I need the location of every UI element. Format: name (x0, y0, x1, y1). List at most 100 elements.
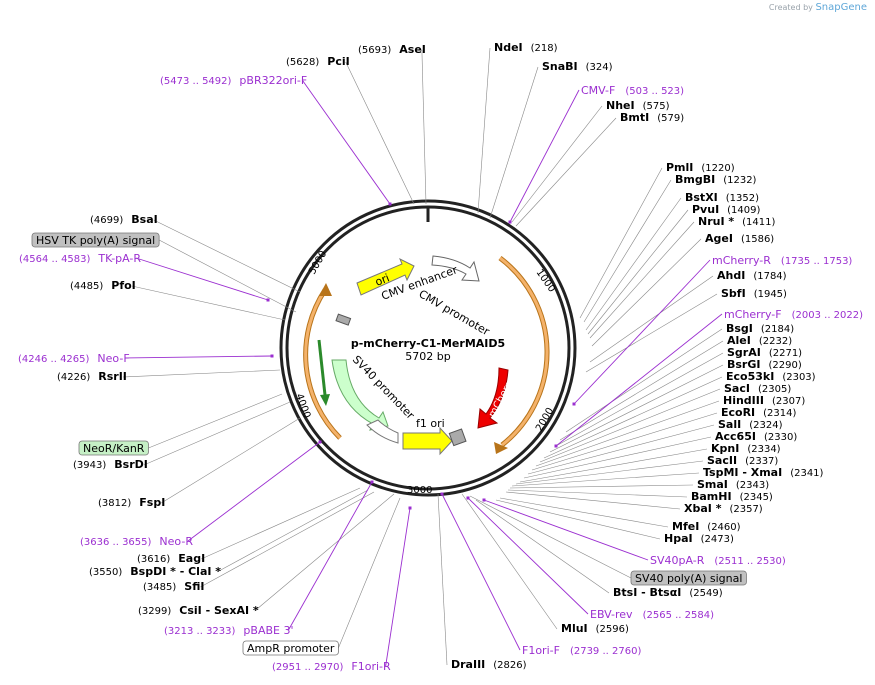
site-ecori: EcoRI(2314) (721, 406, 797, 419)
feature-box-neor-kanr: NeoR/KanR (78, 440, 149, 456)
svg-text:HpaI(2473): HpaI(2473) (664, 532, 734, 545)
cmv-promoter-label: CMV promoter (417, 287, 493, 338)
primer-f1orif: F1ori-F(2739 .. 2760) (522, 644, 641, 657)
svg-text:(3812)FspI: (3812)FspI (98, 496, 165, 509)
primer-sv40par: SV40pA-R(2511 .. 2530) (650, 554, 786, 567)
svg-text:HSV TK poly(A) signal: HSV TK poly(A) signal (36, 234, 155, 247)
site-hpai: HpaI(2473) (664, 532, 734, 545)
site-saci: SacI(2305) (724, 382, 791, 395)
primer-mcherryf: mCherry-F(2003 .. 2022) (724, 308, 863, 321)
site-sali: SalI(2324) (718, 418, 783, 431)
leader-lines (122, 47, 724, 666)
svg-text:BamHI(2345): BamHI(2345) (691, 490, 773, 503)
svg-text:TspMI - XmaI(2341): TspMI - XmaI(2341) (703, 466, 824, 479)
svg-text:AgeI(1586): AgeI(1586) (705, 232, 774, 245)
svg-text:AhdI(1784): AhdI(1784) (717, 269, 787, 282)
svg-text:Eco53kI(2303): Eco53kI(2303) (726, 370, 816, 383)
sv40-promoter-feature: SV40 promoter (331, 353, 417, 431)
svg-text:(3636 .. 3655)Neo-R: (3636 .. 3655)Neo-R (80, 535, 193, 548)
primer-f1orir: (2951 .. 2970)F1ori-R (272, 660, 391, 673)
feature-box-ampr-promoter: AmpR promoter (242, 640, 339, 656)
site-pfoi: (4485)PfoI (70, 279, 136, 292)
site-asei: (5693)AseI (358, 43, 426, 56)
svg-text:F1ori-F(2739 .. 2760): F1ori-F(2739 .. 2760) (522, 644, 641, 657)
backbone-outer (279, 199, 577, 497)
svg-text:SalI(2324): SalI(2324) (718, 418, 783, 431)
svg-text:(4246 .. 4265)Neo-F: (4246 .. 4265)Neo-F (18, 352, 130, 365)
svg-text:EBV-rev(2565 .. 2584): EBV-rev(2565 .. 2584) (590, 608, 714, 621)
primer-pbr322orif: (5473 .. 5492)pBR322ori-F (160, 74, 307, 87)
primer-neor: (3636 .. 3655)Neo-R (80, 535, 193, 548)
site-bsrdi: (3943)BsrDI (73, 458, 148, 471)
svg-text:NeoR/KanR: NeoR/KanR (83, 442, 145, 455)
svg-text:SnaBI(324): SnaBI(324) (542, 60, 613, 73)
svg-text:PmlI(1220): PmlI(1220) (666, 161, 735, 174)
site-pmli: PmlI(1220) (666, 161, 735, 174)
svg-text:SgrAI(2271): SgrAI(2271) (727, 346, 802, 359)
snapgene-logo: SnapGene (815, 2, 867, 13)
site-draiii: DraIII(2826) (451, 658, 527, 671)
site-csii: (3299)CsiI - SexAI * (138, 604, 259, 617)
primer-cmvf: CMV-F(503 .. 523) (581, 84, 684, 97)
primer-pbabe3: (3213 .. 3233)pBABE 3' (164, 624, 294, 637)
svg-text:(5473 .. 5492)pBR322ori-F: (5473 .. 5492)pBR322ori-F (160, 74, 307, 87)
svg-text:SmaI(2343): SmaI(2343) (697, 478, 769, 491)
svg-text:mCherry-F(2003 .. 2022): mCherry-F(2003 .. 2022) (724, 308, 863, 321)
svg-text:NdeI(218): NdeI(218) (494, 41, 558, 54)
svg-text:NheI(575): NheI(575) (606, 99, 670, 112)
mcherry-feature: mCherry (477, 367, 517, 429)
svg-text:BmtI(579): BmtI(579) (620, 111, 684, 124)
site-bamhi: BamHI(2345) (691, 490, 773, 503)
svg-text:CMV-F(503 .. 523): CMV-F(503 .. 523) (581, 84, 684, 97)
tick-3000: 3000 (407, 485, 432, 496)
ori-label: ori (373, 271, 391, 288)
sv40-ori-small (366, 419, 399, 444)
svg-text:(4485)PfoI: (4485)PfoI (70, 279, 136, 292)
site-pcii: (5628)PciI (286, 55, 350, 68)
site-ndei: NdeI(218) (494, 41, 558, 54)
site-bstxi: BstXI(1352) (685, 191, 759, 204)
svg-text:AmpR promoter: AmpR promoter (247, 642, 335, 655)
primer-mcherryr: mCherry-R(1735 .. 1753) (712, 254, 852, 267)
gray-marker-2 (335, 313, 352, 326)
svg-text:(5693)AseI: (5693)AseI (358, 43, 426, 56)
cmv-feature (431, 255, 480, 282)
svg-text:(4564 .. 4583)TK-pA-R: (4564 .. 4583)TK-pA-R (19, 252, 141, 265)
site-nrui: NruI *(1411) (698, 215, 775, 228)
svg-text:KpnI(2334): KpnI(2334) (711, 442, 781, 455)
svg-text:XbaI *(2357): XbaI *(2357) (684, 502, 763, 515)
svg-text:Acc65I(2330): Acc65I(2330) (715, 430, 797, 443)
svg-text:(5628)PciI: (5628)PciI (286, 55, 350, 68)
ori-feature: ori (356, 257, 415, 296)
svg-text:(3550)BspDI * - ClaI *: (3550)BspDI * - ClaI * (89, 565, 221, 578)
svg-text:MfeI(2460): MfeI(2460) (672, 520, 741, 533)
tick-5000: 5000 (307, 249, 329, 277)
svg-text:mCherry-R(1735 .. 1753): mCherry-R(1735 .. 1753) (712, 254, 852, 267)
svg-text:(3485)SfiI: (3485)SfiI (143, 580, 204, 593)
site-bsgi: BsgI(2184) (726, 322, 794, 335)
svg-text:AleI(2232): AleI(2232) (727, 334, 792, 347)
primer-neof: (4246 .. 4265)Neo-F (18, 352, 130, 365)
site-sbfi: SbfI(1945) (721, 287, 787, 300)
svg-text:BsgI(2184): BsgI(2184) (726, 322, 794, 335)
svg-text:(4699)BsaI: (4699)BsaI (90, 213, 158, 226)
svg-text:DraIII(2826): DraIII(2826) (451, 658, 527, 671)
site-fspi: (3812)FspI (98, 496, 165, 509)
svg-text:HindIII(2307): HindIII(2307) (723, 394, 805, 407)
snapgene-brand: Created by SnapGene (769, 2, 867, 13)
svg-text:SbfI(1945): SbfI(1945) (721, 287, 787, 300)
site-kpni: KpnI(2334) (711, 442, 781, 455)
gray-marker-1 (448, 428, 467, 447)
site-eagi: (3616)EagI (137, 552, 205, 565)
site-labels: NdeI(218) SnaBI(324) NheI(575)BmtI(579) Pml… (18, 41, 863, 673)
svg-text:EcoRI(2314): EcoRI(2314) (721, 406, 797, 419)
site-btsi: BtsI - BtsαI(2549) (613, 586, 723, 599)
site-agei: AgeI(1586) (705, 232, 774, 245)
svg-text:(3213 .. 3233)pBABE 3': (3213 .. 3233)pBABE 3' (164, 624, 294, 637)
f1ori-feature: f1 ori (402, 417, 453, 456)
site-mlui: MluI(2596) (561, 622, 629, 635)
site-bsai: (4699)BsaI (90, 213, 158, 226)
site-ahdi: AhdI(1784) (717, 269, 787, 282)
svg-text:PvuI(1409): PvuI(1409) (692, 203, 761, 216)
